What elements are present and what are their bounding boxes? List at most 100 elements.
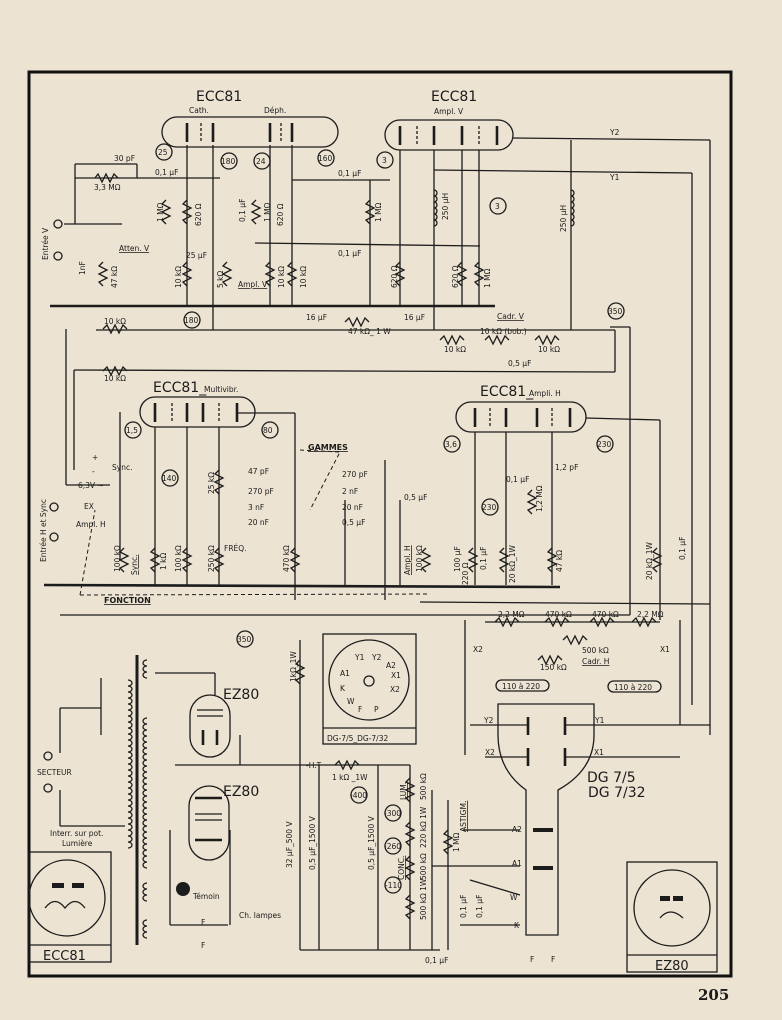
svg-text:25 µF: 25 µF	[186, 251, 207, 260]
svg-text:24: 24	[256, 157, 266, 166]
svg-text:6,3V ~: 6,3V ~	[78, 481, 104, 490]
resistors-v	[94, 172, 560, 377]
svg-text:-260: -260	[384, 842, 401, 851]
tube-v4: ECC81_ Ampli. H	[455, 384, 587, 433]
svg-text:F: F	[201, 918, 205, 927]
y2-label: Y2	[609, 128, 620, 137]
svg-text:500 kΩ: 500 kΩ	[419, 853, 428, 880]
svg-text:P: P	[374, 705, 379, 714]
svg-text:2,2 MΩ: 2,2 MΩ	[498, 610, 525, 619]
svg-text:A1: A1	[512, 859, 522, 868]
mains-label: SECTEUR	[37, 768, 72, 777]
svg-text:47 pF: 47 pF	[248, 467, 269, 476]
transformer	[59, 655, 148, 945]
input-h-jack-1[interactable]	[49, 502, 59, 512]
svg-text:0,5 µF_1500 V: 0,5 µF_1500 V	[367, 815, 376, 870]
function-switch-link	[79, 449, 431, 596]
svg-text:500 kΩ: 500 kΩ	[419, 773, 428, 800]
svg-text:2 nF: 2 nF	[342, 487, 358, 496]
horiz-labels: Entrée H et Sync + - 6,3V ~ EX Ampl. H S…	[39, 443, 670, 666]
svg-text:1,2 MΩ: 1,2 MΩ	[535, 485, 544, 512]
tube-v1-type: ECC81	[196, 89, 242, 105]
svg-text:47 kΩ: 47 kΩ	[555, 550, 564, 572]
svg-text:EZ80: EZ80	[655, 959, 689, 974]
inductors-v	[433, 189, 575, 227]
svg-text:Sync.: Sync.	[112, 463, 132, 472]
svg-text:1 MΩ: 1 MΩ	[483, 268, 492, 288]
input-v-label: Entrée V	[41, 227, 50, 260]
svg-text:K: K	[514, 921, 520, 930]
svg-text:1 MΩ: 1 MΩ	[156, 202, 165, 222]
svg-text:2,2 MΩ: 2,2 MΩ	[637, 610, 664, 619]
rectifier-ez80-2: EZ80	[188, 784, 259, 861]
svg-text:110 à 220: 110 à 220	[614, 683, 652, 692]
svg-text:X2: X2	[485, 748, 495, 757]
svg-text:A2: A2	[512, 825, 522, 834]
svg-text:10 kΩ: 10 kΩ	[174, 266, 183, 288]
svg-text:0,1 µF: 0,1 µF	[338, 169, 361, 178]
svg-text:80: 80	[263, 426, 273, 435]
svg-text:3: 3	[495, 202, 500, 211]
resistors-p	[294, 659, 454, 920]
svg-text:0,1 µF: 0,1 µF	[425, 956, 448, 965]
svg-text:EZ80: EZ80	[223, 687, 259, 703]
svg-text:K: K	[340, 684, 346, 693]
tube-v3-function: Multivibr.	[204, 385, 238, 394]
svg-text:1 MΩ: 1 MΩ	[263, 202, 272, 222]
input-v-jack-2[interactable]	[53, 251, 63, 261]
input-h-jack-2[interactable]	[49, 532, 59, 542]
svg-text:1 MΩ: 1 MΩ	[374, 202, 383, 222]
heaters-label: Ch. lampes	[239, 911, 281, 920]
cadr-h-label: Cadr. H	[582, 657, 609, 666]
svg-text:220 Ω: 220 Ω	[461, 562, 470, 585]
svg-text:230: 230	[597, 440, 612, 449]
svg-text:140: 140	[162, 474, 177, 483]
svg-text:47 kΩ_ 1 W: 47 kΩ_ 1 W	[348, 327, 391, 336]
svg-text:3 nF: 3 nF	[248, 503, 264, 512]
svg-text:A1: A1	[340, 669, 350, 678]
svg-text:10 kΩ (bob.): 10 kΩ (bob.)	[480, 327, 527, 336]
svg-text:350: 350	[608, 307, 623, 316]
pilot-label: Témoin	[192, 892, 220, 901]
svg-text:270 pF: 270 pF	[342, 470, 368, 479]
svg-text:LUM.: LUM.	[399, 782, 408, 800]
atten-v-label: Atten. V	[119, 244, 150, 253]
svg-text:X1: X1	[594, 748, 604, 757]
svg-text:Ampl. H: Ampl. H	[76, 520, 106, 529]
ground-bus-h	[43, 583, 561, 589]
svg-text:620 Ω: 620 Ω	[390, 265, 399, 288]
svg-text:620 Ω: 620 Ω	[276, 203, 285, 226]
svg-text:+: +	[92, 453, 98, 462]
svg-text:250 µH: 250 µH	[559, 205, 568, 232]
svg-text:20 kΩ_1W: 20 kΩ_1W	[645, 541, 654, 580]
svg-text:W: W	[510, 893, 518, 902]
svg-text:0,1 µF: 0,1 µF	[678, 537, 687, 560]
ampl-v-label: Ampl. V	[238, 280, 268, 289]
svg-text:470 kΩ: 470 kΩ	[545, 610, 572, 619]
tube-v1-section-deph: Déph.	[264, 106, 286, 115]
tube-v2-function: Ampl. V	[434, 107, 464, 116]
svg-text:-400: -400	[350, 791, 367, 800]
svg-text:0,1 µF: 0,1 µF	[459, 895, 468, 918]
svg-text:1,2 pF: 1,2 pF	[555, 463, 578, 472]
input-h-label: Entrée H et Sync	[39, 499, 48, 562]
svg-text:F: F	[530, 955, 534, 964]
svg-text:16 µF: 16 µF	[306, 313, 327, 322]
svg-text:1 kΩ: 1 kΩ	[159, 553, 168, 570]
svg-text:-: -	[92, 467, 95, 476]
svg-text:150 kΩ: 150 kΩ	[540, 663, 567, 672]
svg-text:620 Ω: 620 Ω	[194, 203, 203, 226]
svg-text:1kΩ_1W: 1kΩ_1W	[289, 651, 298, 682]
svg-text:10 kΩ: 10 kΩ	[299, 266, 308, 288]
rectifier-ez80-1: EZ80	[189, 687, 259, 758]
power-switch-label: Interr. sur pot.	[50, 829, 103, 838]
horiz-part-labels: 25 kΩ 47 pF 270 pF 3 nF 20 nF 270 pF 2 n…	[113, 463, 687, 672]
mains-jack-1[interactable]	[43, 751, 53, 761]
svg-text:F: F	[551, 955, 555, 964]
svg-text:20 nF: 20 nF	[248, 518, 269, 527]
freq-label: FRÉQ.	[224, 544, 247, 553]
input-v-jack-1[interactable]	[53, 219, 63, 229]
mains-jack-2[interactable]	[43, 783, 53, 793]
svg-text:10 kΩ: 10 kΩ	[277, 266, 286, 288]
svg-text:32 µF_500 V: 32 µF_500 V	[285, 821, 294, 868]
